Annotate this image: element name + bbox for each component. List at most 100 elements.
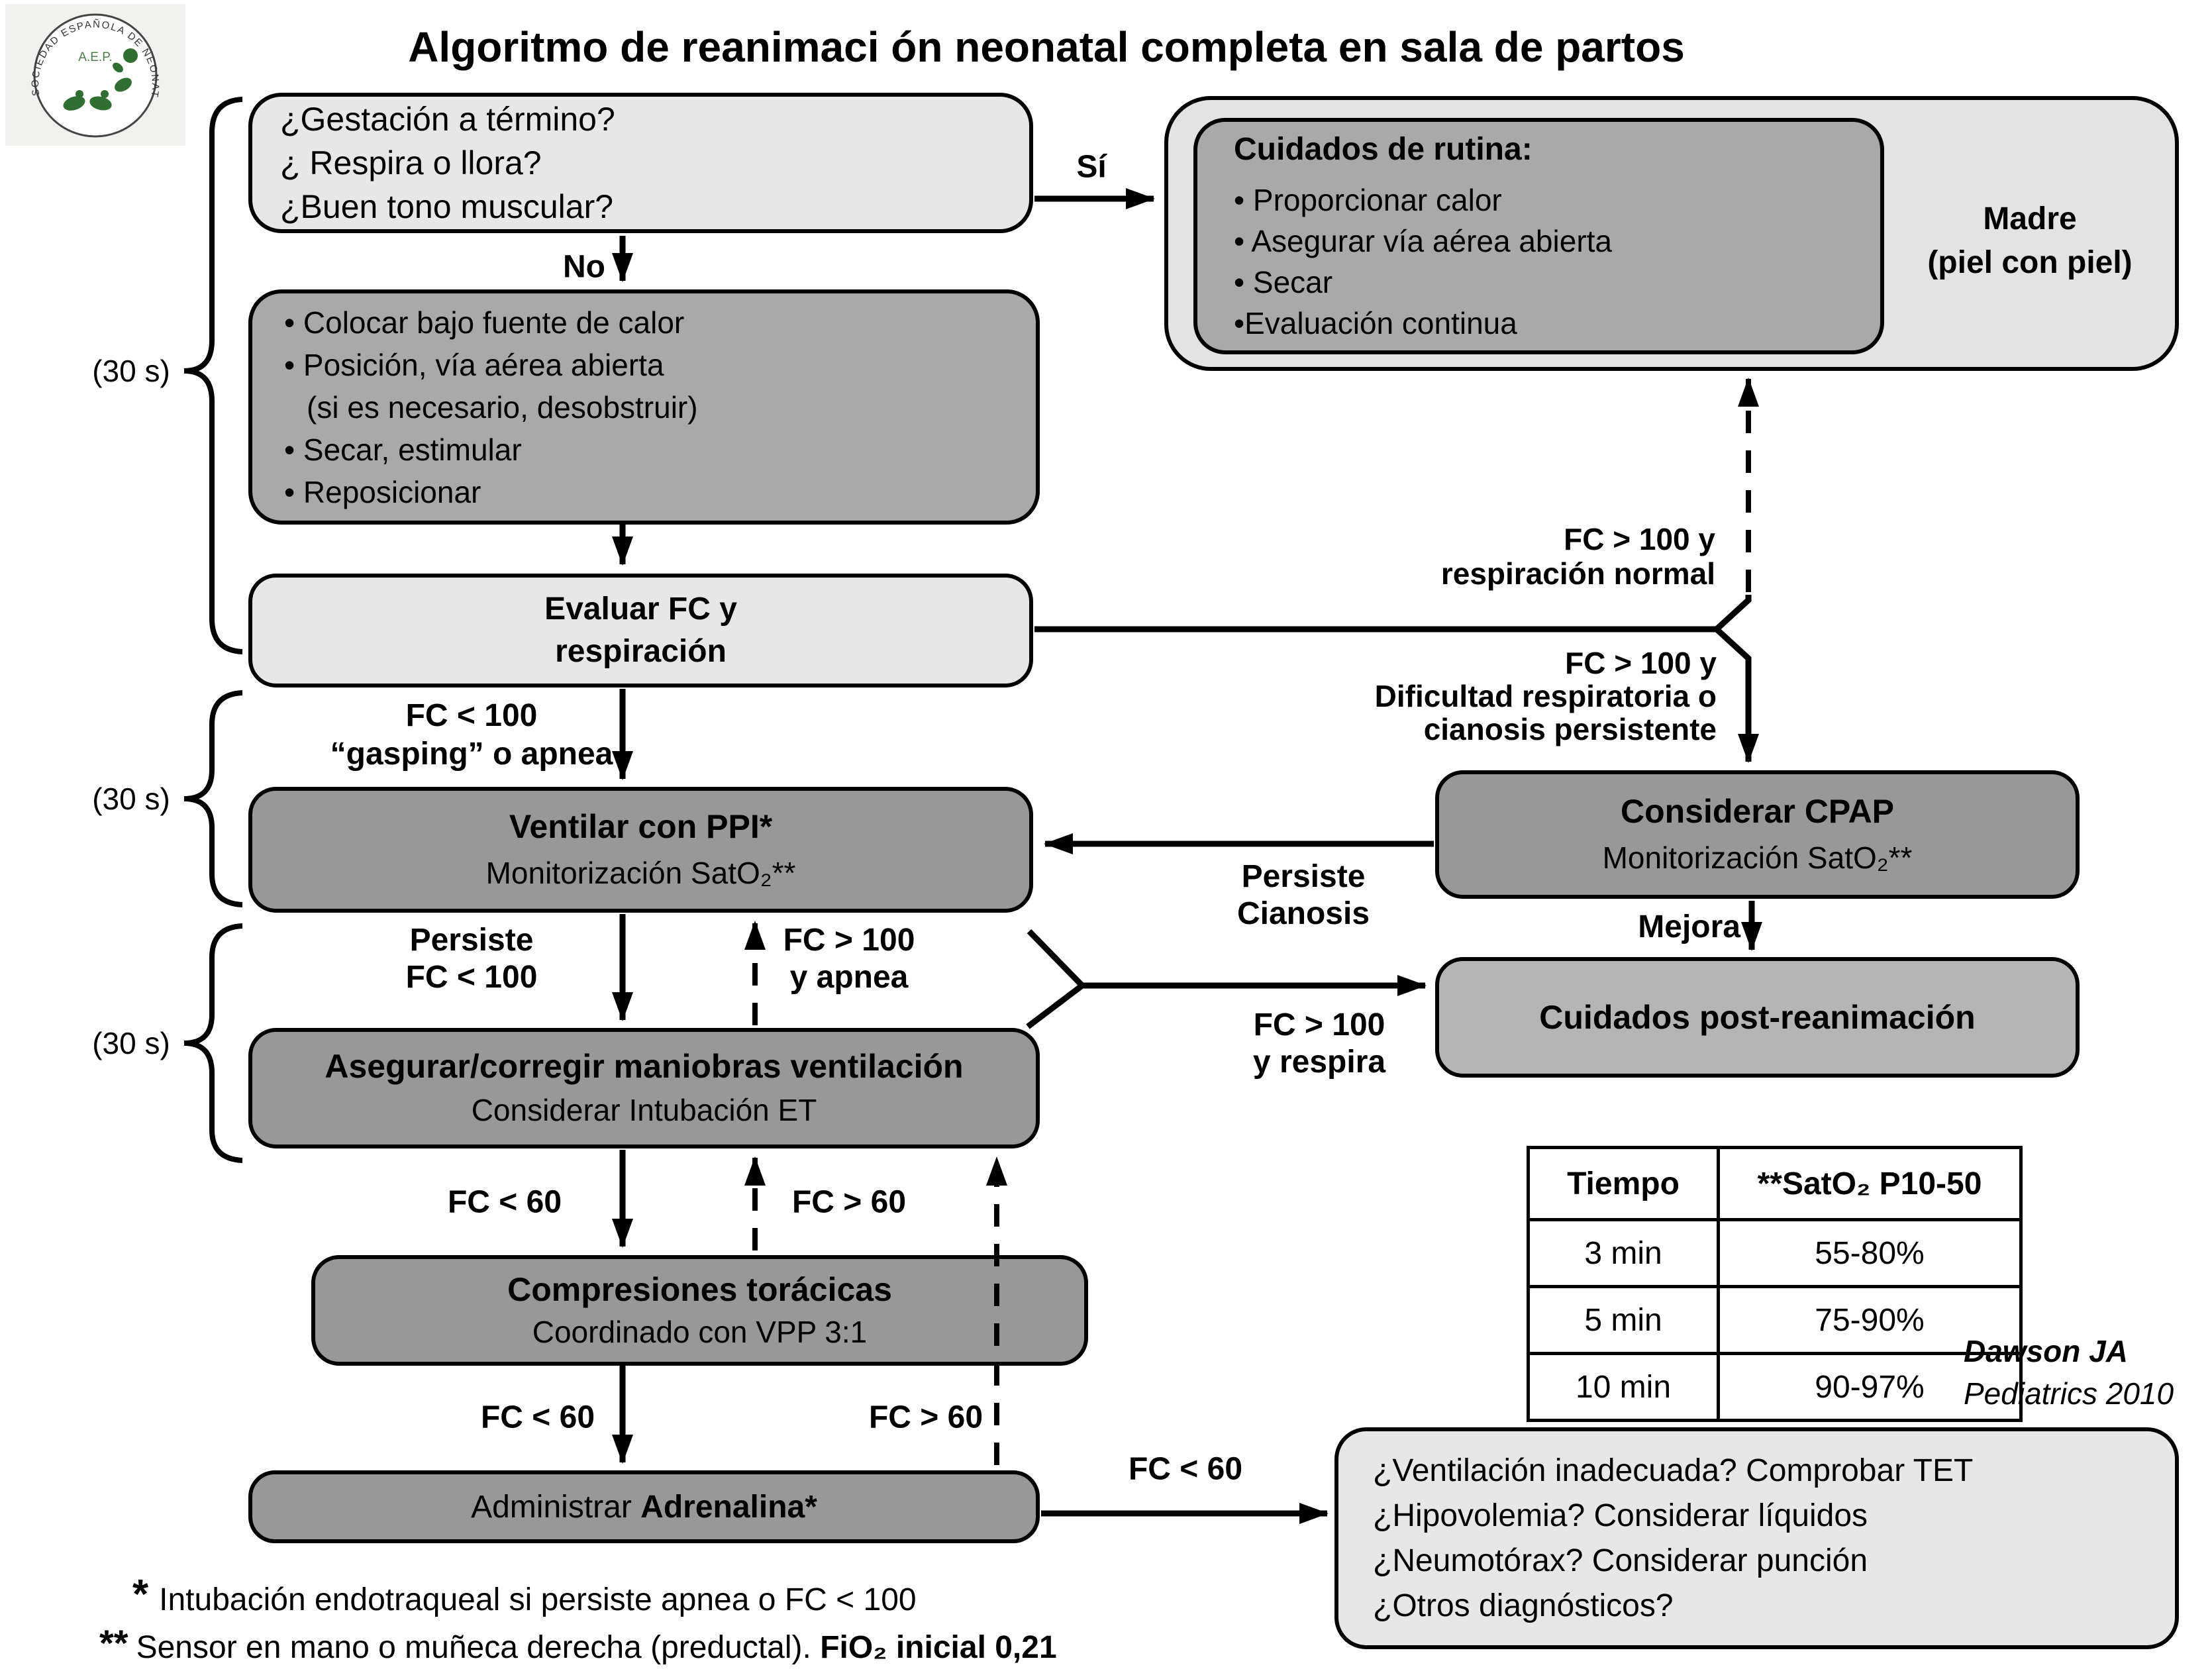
edge-label-fc-gt100-dificultad: FC > 100 y Dificultad respiratoria o cia… <box>1375 646 1717 746</box>
footnote-first: * Intubación endotraqueal si persiste ap… <box>132 1571 917 1618</box>
box-post-care: Cuidados post-reanimación <box>1435 957 2080 1078</box>
routine-care-heading: Cuidados de rutina: <box>1234 131 1533 167</box>
edge-label-line: FC > 100 <box>783 923 915 958</box>
question-line: ¿Gestación a término? <box>280 101 615 138</box>
correct-ventilation-line: Considerar Intubación ET <box>471 1093 817 1127</box>
credit-source: Pediatrics 2010 <box>1964 1376 2174 1411</box>
table-row: 10 min 90-97% <box>1527 1352 2023 1422</box>
edge-label-line: FC > 100 <box>1253 1007 1385 1043</box>
troubleshoot-line: ¿Neumotórax? Considerar punción <box>1373 1543 1868 1578</box>
edge-label-line: Dificultad respiratoria o <box>1374 679 1717 713</box>
table-cell-sat: 90-97% <box>1717 1352 2023 1422</box>
stabilize-item: (si es necesario, desobstruir) <box>307 389 698 425</box>
edge-label-fc-lt60-c: FC < 60 <box>1128 1451 1243 1487</box>
box-correct-ventilation: Asegurar/corregir maniobras ventilación … <box>248 1028 1040 1148</box>
edge-label-line: FC < 100 <box>405 698 538 733</box>
box-initial-questions: ¿Gestación a término? ¿ Respira o llora?… <box>248 93 1033 233</box>
edge-label-fc-gt100-apnea: FC > 100 y apnea <box>783 922 915 996</box>
arrow-branch-cpap <box>1714 627 1759 763</box>
evaluate-line: Evaluar FC y <box>544 591 737 627</box>
edge-label-fc-lt60-b: FC < 60 <box>480 1399 595 1435</box>
table-header-row: Tiempo **SatO₂ P10-50 <box>1527 1146 2023 1221</box>
page-title: Algoritmo de reanimaci ón neonatal compl… <box>408 23 1685 71</box>
logo-circle <box>33 13 158 138</box>
madre-line: Madre <box>1983 201 2077 236</box>
correct-ventilation-line: Asegurar/corregir maniobras ventilación <box>325 1048 964 1085</box>
footnote-text-normal: Sensor en mano o muñeca derecha (preduct… <box>136 1630 821 1665</box>
ppi-line: Monitorización SatO₂** <box>485 856 796 890</box>
interval-label-30s-3: (30 s) <box>92 1026 170 1060</box>
question-line: ¿ Respira o llora? <box>280 144 542 181</box>
brace-30s-1 <box>183 97 243 654</box>
troubleshoot-line: ¿Ventilación inadecuada? Comprobar TET <box>1373 1452 1974 1488</box>
troubleshoot-line: ¿Otros diagnósticos? <box>1373 1588 1674 1623</box>
routine-item: • Asegurar vía aérea abierta <box>1234 223 1613 258</box>
stabilize-item: • Reposicionar <box>284 474 481 509</box>
post-care-label: Cuidados post-reanimación <box>1539 999 1976 1036</box>
edge-label-no: No <box>563 249 605 285</box>
table-cell-sat: 75-90% <box>1717 1285 2023 1355</box>
edge-label-line: Persiste <box>1241 859 1366 894</box>
box-ppi: Ventilar con PPI* Monitorización SatO₂** <box>248 787 1033 913</box>
evaluate-line: respiración <box>555 634 727 669</box>
compressions-line: Coordinado con VPP 3:1 <box>532 1314 868 1349</box>
edge-label-line: “gasping” o apnea <box>330 737 613 772</box>
box-adrenaline: Administrar Adrenalina* <box>248 1470 1040 1543</box>
adrenaline-emphasis: Adrenalina* <box>640 1489 817 1525</box>
edge-label-persiste-fc-lt100: Persiste FC < 100 <box>406 922 538 996</box>
cpap-line: Monitorización SatO₂** <box>1602 840 1913 875</box>
edge-label-si: Sí <box>1076 149 1107 185</box>
madre-label: Madre (piel con piel) <box>1887 197 2172 285</box>
brace-30s-2 <box>183 690 243 907</box>
table-row: 5 min 75-90% <box>1527 1285 2023 1355</box>
society-logo: SOCIEDAD ESPAÑOLA DE NEONATOLOGIA A.E.P. <box>1 0 185 146</box>
edge-label-persiste-cianosis: Persiste Cianosis <box>1237 858 1370 933</box>
ppi-line: Ventilar con PPI* <box>509 808 773 845</box>
question-line: ¿Buen tono muscular? <box>280 188 614 225</box>
box-stabilize: • Colocar bajo fuente de calor • Posició… <box>248 289 1040 525</box>
edge-label-fc-gt100-normal: FC > 100 y respiración normal <box>1441 522 1715 591</box>
edge-label-line: respiración normal <box>1440 556 1715 591</box>
table-cell-time: 3 min <box>1527 1218 1720 1288</box>
line-branch-up <box>1714 595 1752 632</box>
edge-label-line: FC > 100 y <box>1564 522 1715 556</box>
box-compressions: Compresiones torácicas Coordinado con VP… <box>311 1255 1088 1366</box>
edge-label-line: cianosis persistente <box>1423 712 1717 746</box>
table-cell-sat: 55-80% <box>1717 1218 2023 1288</box>
edge-label-fc-gt60-b: FC > 60 <box>868 1399 983 1435</box>
society-logo-graphic: SOCIEDAD ESPAÑOLA DE NEONATOLOGIA A.E.P. <box>1 0 160 138</box>
routine-item: •Evaluación continua <box>1234 305 1517 340</box>
table-header-tiempo: Tiempo <box>1527 1146 1720 1221</box>
edge-label-fc-gt60-a: FC > 60 <box>791 1184 907 1220</box>
box-evaluate: Evaluar FC y respiración <box>248 574 1033 687</box>
edge-label-line: Persiste <box>409 923 534 958</box>
routine-item: • Proporcionar calor <box>1234 182 1502 217</box>
edge-label-fc-lt60-a: FC < 60 <box>447 1184 562 1220</box>
stabilize-item: • Secar, estimular <box>284 432 522 467</box>
footnote-text-bold: FiO₂ inicial 0,21 <box>820 1630 1057 1665</box>
credit-author: Dawson JA <box>1964 1334 2128 1368</box>
box-cpap: Considerar CPAP Monitorización SatO₂** <box>1435 770 2080 899</box>
logo-abbr: A.E.P. <box>78 50 112 64</box>
adrenaline-prefix: Administrar <box>471 1489 641 1525</box>
credit: Dawson JA Pediatrics 2010 <box>1964 1330 2174 1415</box>
edge-label-line: FC < 100 <box>405 960 538 995</box>
routine-item: • Secar <box>1234 264 1333 299</box>
edge-label-line: Cianosis <box>1236 896 1370 931</box>
table-cell-time: 5 min <box>1527 1285 1720 1355</box>
sato2-table: Tiempo **SatO₂ P10-50 3 min 55-80% 5 min… <box>1527 1146 2023 1422</box>
interval-label-30s-2: (30 s) <box>92 782 170 816</box>
edge-label-mejora: Mejora <box>1638 909 1740 944</box>
cpap-line: Considerar CPAP <box>1620 793 1895 830</box>
madre-line: (piel con piel) <box>1927 245 2133 280</box>
footnote-text: Intubación endotraqueal si persiste apne… <box>159 1582 917 1617</box>
interval-label-30s-1: (30 s) <box>92 354 170 388</box>
brace-30s-3 <box>183 923 243 1163</box>
compressions-line: Compresiones torácicas <box>507 1270 892 1308</box>
troubleshoot-line: ¿Hipovolemia? Considerar líquidos <box>1373 1498 1868 1533</box>
table-row: 3 min 55-80% <box>1527 1218 2023 1288</box>
stabilize-item: • Posición, vía aérea abierta <box>284 347 664 382</box>
logo-figures <box>63 48 138 111</box>
edge-label-line: y respira <box>1252 1044 1386 1080</box>
